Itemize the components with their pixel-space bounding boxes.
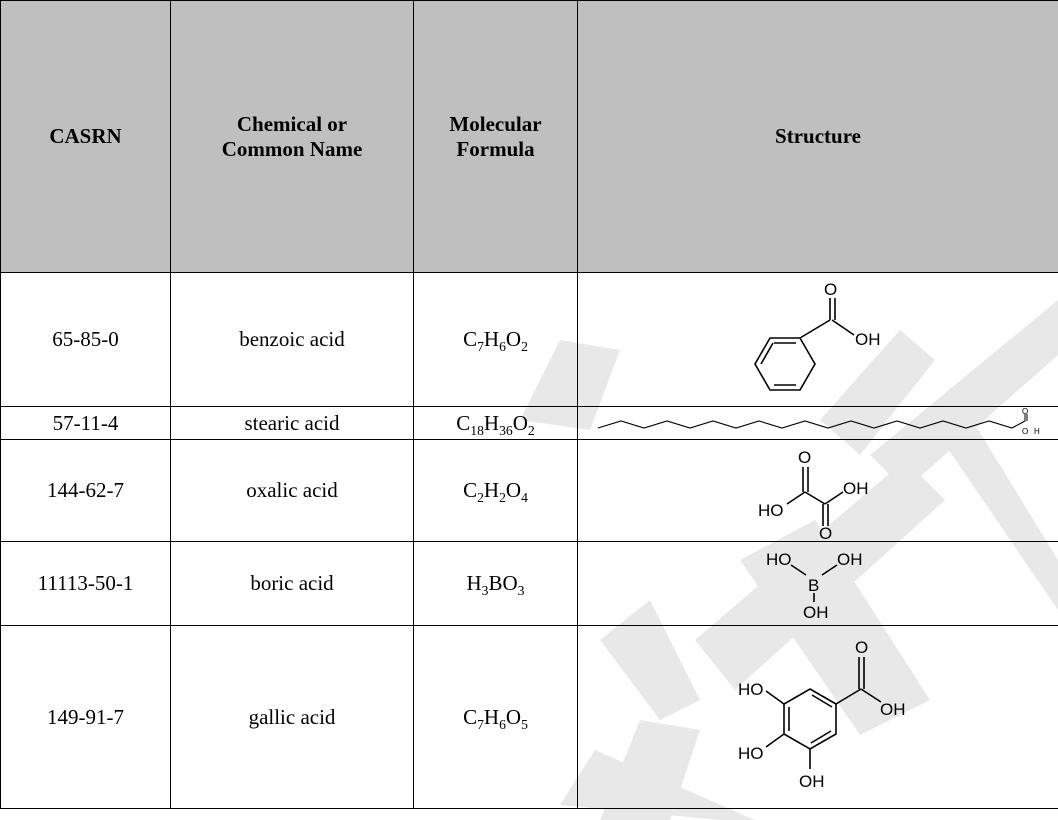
formula-element: C: [456, 410, 471, 435]
molecular-formula: C2H2O4: [463, 478, 528, 505]
formula-element: H: [483, 410, 500, 435]
atom-label: HO: [758, 501, 784, 520]
casrn-cell: 65-85-0: [0, 272, 171, 407]
casrn-cell: 149-91-7: [0, 625, 171, 809]
table-row: 144-62-7 oxalic acid C2H2O4 O HO: [0, 439, 1058, 542]
molecular-formula: H3BO3: [466, 571, 525, 598]
benzoic-acid-structure: O OH: [754, 280, 881, 391]
formula-cell: C18H36O2: [413, 406, 578, 440]
atom-label: HO: [738, 680, 764, 699]
header-structure: Structure: [577, 0, 1058, 273]
structure-cell: O OH HO HO OH: [577, 625, 1058, 809]
formula-element: O: [505, 478, 522, 502]
boric-acid-structure: HO OH B OH: [766, 550, 863, 621]
formula-element: C: [463, 327, 478, 351]
atom-label: OH: [843, 479, 869, 498]
formula-subscript: 3: [517, 582, 525, 598]
formula-cell: H3BO3: [413, 541, 578, 626]
formula-cell: C7H6O2: [413, 272, 578, 407]
molecular-formula: C18H36O2: [456, 410, 535, 438]
atom-label: OH: [799, 772, 825, 791]
molecular-formula: C7H6O5: [463, 704, 528, 732]
name-cell: benzoic acid: [170, 272, 414, 407]
atom-label: O: [1022, 408, 1028, 416]
formula-subscript: 7: [477, 338, 484, 354]
table-row: 149-91-7 gallic acid C7H6O5: [0, 625, 1058, 809]
formula-subscript: 6: [499, 338, 506, 354]
formula-element: H: [483, 478, 500, 502]
atom-label: O: [798, 448, 811, 467]
oxalic-acid-structure: O HO OH O: [758, 448, 869, 540]
formula-element: C: [463, 478, 478, 502]
atom-label: OH: [803, 603, 829, 621]
casrn-cell: 144-62-7: [0, 439, 171, 542]
formula-element: O: [512, 410, 528, 435]
gallic-acid-structure: O OH HO HO OH: [738, 638, 906, 791]
table-row: 11113-50-1 boric acid H3BO3 HO OH B OH: [0, 541, 1058, 626]
formula-element: C: [463, 704, 478, 729]
formula-subscript: 2: [477, 489, 484, 505]
atom-label: OH: [880, 700, 906, 719]
stearic-acid-structure: O O H: [597, 408, 1040, 436]
table-row: 57-11-4 stearic acid C18H36O2 O O H: [0, 406, 1058, 440]
atom-label: H: [1034, 427, 1040, 436]
casrn-cell: 11113-50-1: [0, 541, 171, 626]
formula-subscript: 36: [499, 422, 513, 438]
structure-cell: O HO OH O: [577, 439, 1058, 542]
structure-cell: O OH: [577, 272, 1058, 407]
formula-subscript: 4: [521, 489, 528, 505]
name-cell: oxalic acid: [170, 439, 414, 542]
name-cell: boric acid: [170, 541, 414, 626]
atom-label: OH: [837, 550, 863, 569]
formula-element: H: [483, 704, 500, 729]
name-cell: gallic acid: [170, 625, 414, 809]
atom-label: O: [819, 524, 832, 540]
atom-label: HO: [766, 550, 792, 569]
name-cell: stearic acid: [170, 406, 414, 440]
formula-element: O: [505, 704, 522, 729]
atom-label: O: [824, 280, 837, 299]
formula-subscript: 2: [521, 338, 528, 354]
casrn-cell: 57-11-4: [0, 406, 171, 440]
atom-label: OH: [855, 330, 881, 349]
molecular-formula: C7H6O2: [463, 327, 528, 354]
formula-subscript: 3: [481, 582, 489, 598]
formula-subscript: 2: [499, 489, 506, 505]
formula-element: BO: [488, 571, 518, 595]
header-casrn: CASRN: [0, 0, 171, 273]
atom-label: O: [1022, 427, 1028, 436]
atom-label: O: [855, 638, 868, 657]
formula-element: H: [466, 571, 482, 595]
formula-element: H: [483, 327, 500, 351]
formula-subscript: 2: [527, 422, 535, 438]
formula-subscript: 5: [521, 716, 528, 732]
formula-cell: C7H6O5: [413, 625, 578, 809]
formula-element: O: [505, 327, 522, 351]
formula-cell: C2H2O4: [413, 439, 578, 542]
structure-cell: O O H: [577, 406, 1058, 440]
formula-subscript: 6: [499, 716, 506, 732]
atom-label: HO: [738, 744, 764, 763]
formula-subscript: 18: [470, 422, 484, 438]
table-row: 65-85-0 benzoic acid C7H6O2 O: [0, 272, 1058, 407]
atom-label: B: [808, 576, 819, 595]
structure-cell: HO OH B OH: [577, 541, 1058, 626]
formula-subscript: 7: [477, 716, 484, 732]
